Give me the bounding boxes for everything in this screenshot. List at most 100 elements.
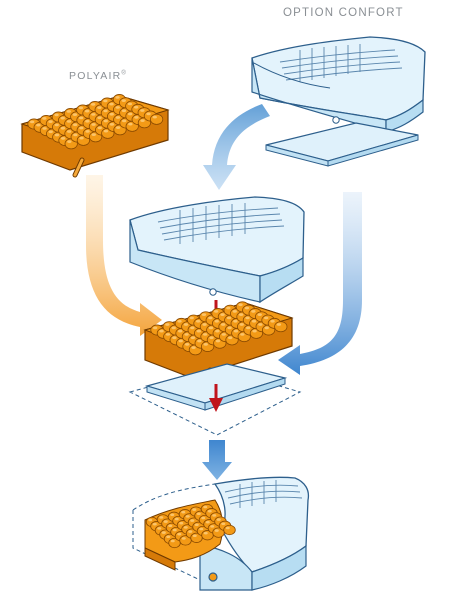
air-cell-highlight	[115, 95, 120, 99]
air-cell	[150, 113, 164, 125]
air-cell-highlight	[181, 510, 186, 514]
air-cell-highlight	[109, 112, 114, 116]
air-cell-highlight	[152, 115, 157, 119]
air-cell-highlight	[238, 303, 243, 307]
air-cell-highlight	[103, 129, 109, 133]
air-cell-highlight	[221, 522, 226, 526]
air-cell-highlight	[121, 119, 127, 123]
down-arrow-icon	[209, 384, 223, 412]
air-cell-highlight	[48, 130, 53, 134]
air-cell-highlight	[202, 323, 207, 326]
air-cell-highlight	[240, 333, 245, 336]
air-cell	[274, 321, 288, 333]
air-cell-highlight	[97, 126, 102, 130]
air-cell-highlight	[207, 509, 212, 513]
air-cell-highlight	[220, 313, 225, 316]
air-cell-highlight	[192, 508, 197, 511]
air-cell-highlight	[203, 531, 208, 535]
air-cell-highlight	[216, 518, 221, 521]
air-cell-highlight	[215, 339, 221, 343]
air-cell-highlight	[239, 323, 244, 326]
air-cell-highlight	[157, 527, 162, 530]
air-cell-highlight	[90, 102, 96, 106]
air-cell-highlight	[257, 313, 262, 316]
air-cell-highlight	[36, 123, 41, 127]
comfort-foam-cushion	[251, 36, 426, 133]
air-cell-highlight	[134, 115, 139, 119]
air-cell-highlight	[97, 106, 102, 109]
air-cell-highlight	[194, 523, 199, 527]
air-cell-highlight	[214, 319, 219, 323]
air-cell-highlight	[115, 126, 121, 129]
air-cell-highlight	[178, 339, 183, 343]
air-cell-highlight	[54, 113, 59, 117]
air-cell-highlight	[190, 326, 195, 330]
air-cell-highlight	[191, 346, 196, 349]
air-cell-highlight	[226, 316, 232, 320]
air-cell-highlight	[227, 336, 233, 340]
air-cell-highlight	[226, 306, 231, 310]
air-cell-highlight	[221, 333, 226, 336]
air-cell-highlight	[163, 520, 168, 523]
air-cell-highlight	[152, 326, 158, 330]
air-cell-highlight	[91, 113, 96, 116]
polyair-label: POLYAIR®	[69, 70, 127, 82]
air-cell-highlight	[152, 522, 157, 526]
comfort-foam-base	[265, 122, 419, 167]
air-cell-highlight	[85, 129, 90, 133]
air-cell-highlight	[91, 133, 96, 136]
air-cell-highlight	[60, 136, 66, 140]
air-cell-highlight	[245, 326, 251, 330]
air-cell-highlight	[264, 326, 269, 330]
air-cell-highlight	[258, 323, 263, 326]
air-cell-highlight	[42, 116, 47, 120]
air-cell-highlight	[205, 520, 210, 524]
registered-mark: ®	[121, 70, 127, 77]
air-cell-highlight	[251, 319, 257, 323]
air-cell-highlight	[196, 329, 201, 333]
air-cell-highlight	[195, 319, 201, 323]
air-cell-highlight	[201, 313, 207, 316]
air-cell-highlight	[66, 109, 71, 113]
air-cell-highlight	[42, 127, 47, 130]
air-cell-highlight	[170, 513, 175, 517]
air-cell-highlight	[168, 524, 173, 528]
air-cell-texture	[145, 503, 236, 549]
air-cell-highlight	[146, 112, 151, 116]
air-cell-highlight	[227, 326, 232, 330]
air-cell-highlight	[54, 123, 59, 127]
air-cell-highlight	[201, 516, 206, 520]
air-cell-highlight	[133, 105, 139, 109]
air-cell-highlight	[170, 539, 175, 543]
air-cell-highlight	[244, 306, 250, 310]
air-cell-highlight	[181, 537, 186, 540]
air-cell-highlight	[73, 133, 78, 137]
air-cell-highlight	[208, 316, 213, 320]
air-cell	[223, 524, 236, 536]
air-cell-highlight	[67, 140, 72, 143]
air-cell-highlight	[208, 326, 214, 330]
air-cell-highlight	[171, 326, 176, 330]
air-cell-highlight	[103, 109, 108, 113]
air-cell-highlight	[140, 109, 145, 112]
air-cell-highlight	[174, 517, 179, 521]
air-cell-highlight	[184, 333, 189, 336]
curved-arrow-icon	[278, 192, 362, 375]
air-cell-highlight	[72, 123, 78, 127]
air-cell-highlight	[103, 119, 108, 123]
air-cell-highlight	[188, 530, 193, 533]
air-cell-highlight	[54, 133, 60, 137]
air-cell-highlight	[238, 313, 244, 316]
air-cell-highlight	[121, 99, 126, 102]
air-cell-highlight	[84, 109, 90, 113]
air-cell-highlight	[103, 99, 108, 103]
air-cell-highlight	[128, 122, 133, 126]
air-cell-highlight	[165, 333, 171, 336]
air-cell-highlight	[232, 309, 237, 313]
option-comfort-label: OPTION CONFORT	[283, 7, 404, 19]
air-cell-highlight	[148, 518, 153, 522]
air-cell-highlight	[60, 126, 66, 130]
air-cell-highlight	[127, 112, 133, 116]
air-cell-highlight	[212, 514, 217, 517]
air-cell-texture	[150, 301, 288, 356]
